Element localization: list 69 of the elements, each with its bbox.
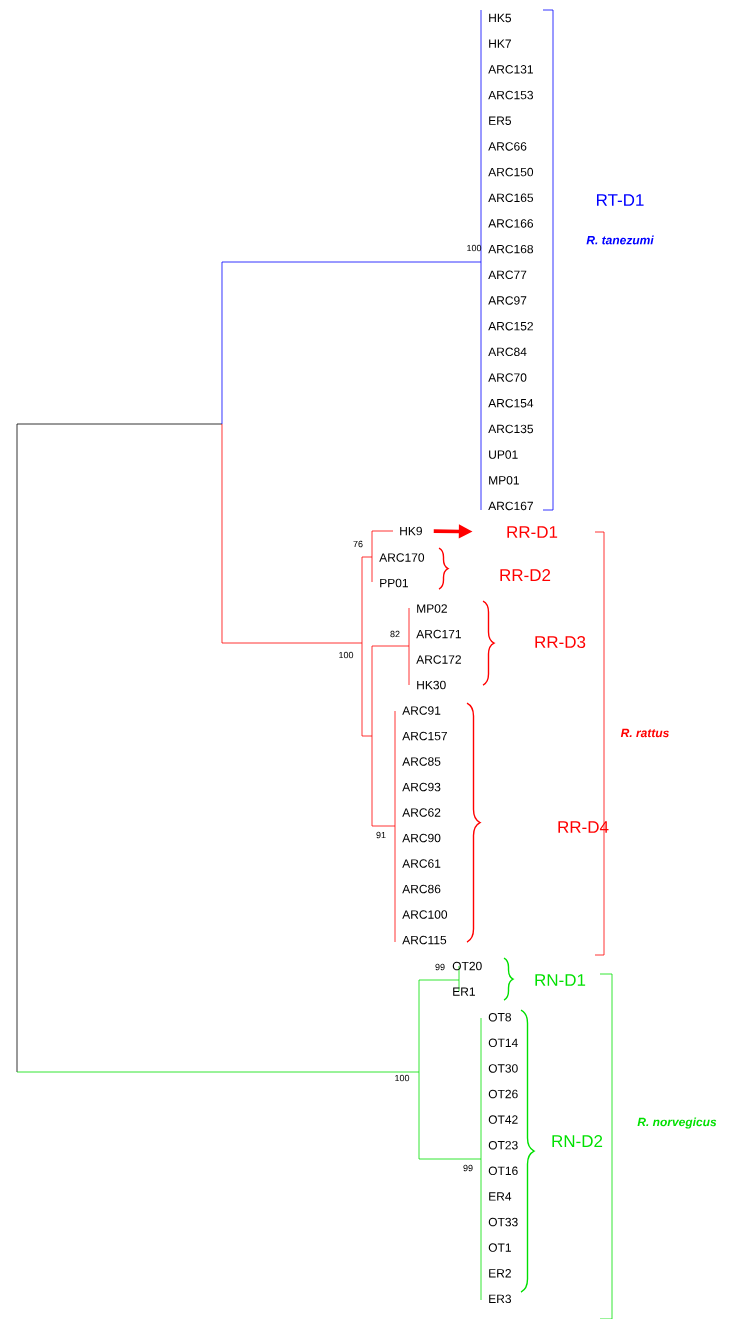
leaf-label: ARC166: [488, 219, 534, 228]
bootstrap-value: 100: [339, 651, 354, 659]
leaf-label: ARC131: [488, 65, 533, 74]
leaf-label: ARC171: [416, 629, 461, 639]
leaf-label: ARC172: [416, 655, 461, 664]
leaf-label: ARC86: [402, 884, 441, 894]
leaf-label: PP01: [380, 578, 408, 588]
leaf-label: ARC157: [402, 731, 447, 741]
leaf-label: ARC150: [488, 167, 534, 177]
bootstrap-value: 99: [463, 1164, 473, 1172]
clade-label: RN-D1: [535, 974, 586, 986]
leaf-label: OT42: [488, 1115, 518, 1124]
leaf-label: OT16: [488, 1166, 518, 1176]
leaf-label: ARC170: [379, 553, 425, 562]
leaf-label: OT1: [488, 1243, 511, 1252]
leaf-label: OT8: [488, 1012, 511, 1022]
leaf-label: OT14: [488, 1038, 518, 1048]
species-label: R. rattus: [620, 728, 669, 738]
leaf-label: ARC77: [488, 270, 527, 280]
leaf-label: ARC97: [488, 296, 527, 305]
bootstrap-value: 99: [435, 963, 445, 971]
leaf-label: ER4: [489, 1192, 512, 1201]
clade-label: RR-D4: [558, 821, 609, 833]
leaf-label: ER3: [489, 1294, 511, 1304]
leaf-label: ARC61: [402, 859, 441, 868]
leaf-label: ARC100: [402, 910, 448, 919]
leaf-label: ARC153: [488, 90, 534, 100]
leaf-label: MP02: [417, 604, 447, 613]
leaf-label: ARC152: [488, 321, 533, 331]
leaf-label: HK7: [489, 39, 511, 48]
leaf-label: OT33: [488, 1217, 518, 1227]
leaf-label: ARC62: [402, 808, 441, 817]
leaf-label: ARC90: [402, 833, 441, 843]
bootstrap-value: 100: [467, 244, 482, 252]
leaf-label: ER2: [489, 1269, 511, 1278]
leaf-label: MP01: [489, 476, 519, 485]
clade-label: RR-D3: [535, 636, 586, 649]
leaf-label: ER1: [453, 987, 475, 996]
bootstrap-value: 100: [395, 1074, 410, 1082]
leaf-label: ARC154: [488, 398, 534, 408]
leaf-label: OT23: [488, 1140, 518, 1150]
clade-label: RR-D2: [500, 569, 551, 581]
leaf-label: ARC91: [402, 706, 441, 715]
bootstrap-value: 76: [353, 540, 363, 548]
bootstrap-value: 82: [390, 630, 400, 638]
species-label: R. norvegicus: [637, 1117, 717, 1129]
leaf-label: OT30: [488, 1064, 518, 1073]
leaf-label: ARC70: [488, 373, 527, 382]
leaf-label: HK9: [400, 526, 422, 536]
leaf-label: ARC85: [402, 757, 441, 766]
leaf-label: ARC135: [488, 424, 534, 434]
leaf-label: ARC115: [402, 935, 447, 945]
clade-label: RT-D1: [597, 194, 644, 206]
leaf-label: ARC93: [402, 782, 441, 792]
leaf-label: HK30: [417, 680, 446, 690]
species-label: R. tanezumi: [586, 235, 654, 245]
leaf-label: UP01: [489, 450, 518, 459]
leaf-label: ARC84: [488, 347, 527, 357]
clade-label: RR-D1: [507, 526, 558, 538]
leaf-label: ARC167: [488, 501, 533, 511]
leaf-label: OT20: [452, 961, 482, 971]
leaf-label: ARC165: [488, 193, 534, 202]
leaf-label: ARC168: [488, 244, 534, 254]
bootstrap-value: 91: [376, 831, 386, 839]
leaf-label: ARC66: [488, 142, 527, 151]
clade-label: RN-D2: [552, 1135, 603, 1147]
leaf-label: OT26: [488, 1089, 518, 1099]
leaf-label: ER5: [489, 116, 512, 125]
leaf-label: HK5: [489, 13, 512, 23]
